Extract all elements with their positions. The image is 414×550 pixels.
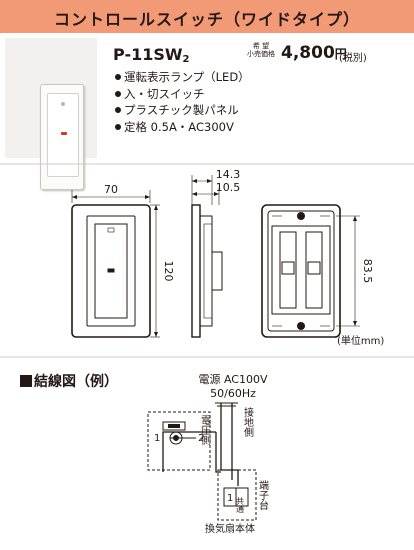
feature-item: プラスチック製パネル: [115, 102, 250, 119]
front-view: [71, 190, 160, 338]
depth-plate-dimension: 10.5: [216, 181, 241, 194]
terminal-1: 1: [154, 433, 160, 444]
width-dimension: 70: [104, 183, 118, 196]
fan-body-label: 換気扇本体: [205, 522, 255, 535]
back-view: [261, 204, 360, 338]
height-dimension: 120: [162, 261, 175, 282]
price-label: 希 望 小売価格: [247, 42, 275, 58]
price-unit: 円: [334, 47, 347, 61]
dimension-drawing: 70 120 14.3 10.5: [0, 163, 414, 358]
price-label-line2: 小売価格: [247, 50, 275, 58]
common-terminal-number: 1: [227, 493, 233, 504]
terminal-block-label: 端子台: [257, 479, 269, 511]
header-bar: コントロールスイッチ（ワイドタイプ）: [0, 0, 414, 33]
terminal-2: 2: [198, 433, 204, 444]
voltage-side-label: 電圧側: [199, 415, 211, 445]
side-view: [191, 175, 223, 338]
led-lamp-icon: [61, 132, 67, 135]
wiring-title: 結線図（例）: [20, 371, 118, 391]
switch-plate-image: [40, 84, 84, 190]
pitch-dimension: 83.5: [361, 259, 374, 284]
page-title: コントロールスイッチ（ワイドタイプ）: [53, 10, 360, 29]
price-label-line1: 希 望: [252, 42, 270, 50]
common-label: 共通: [236, 497, 245, 514]
depth-total-dimension: 14.3: [216, 168, 241, 181]
ground-side-label: 接地側: [242, 406, 254, 437]
switch-rocker-image: [47, 93, 79, 177]
model-suffix: 2: [182, 54, 190, 65]
unit-note: (単位mm): [337, 336, 385, 347]
power-line1: 電源 AC100V: [198, 372, 268, 386]
price: 4,800円: [281, 43, 347, 63]
feature-item: 入・切スイッチ: [115, 86, 250, 103]
indicator-dot: [61, 102, 65, 106]
product-photo: [5, 38, 97, 190]
feature-item: 運転表示ランプ（LED）: [115, 69, 250, 86]
model-number: P-11SW2: [113, 45, 190, 65]
wiring-diagram: 電源 AC100V 50/60Hz 1 2 1 共通 電圧側 接地側 端子台 換…: [147, 372, 269, 535]
tax-note: (税別): [339, 53, 367, 64]
power-line2: 50/60Hz: [210, 387, 256, 400]
feature-item: 定格 0.5A・AC300V: [115, 119, 250, 136]
feature-list: 運転表示ランプ（LED） 入・切スイッチ プラスチック製パネル 定格 0.5A・…: [115, 69, 250, 135]
